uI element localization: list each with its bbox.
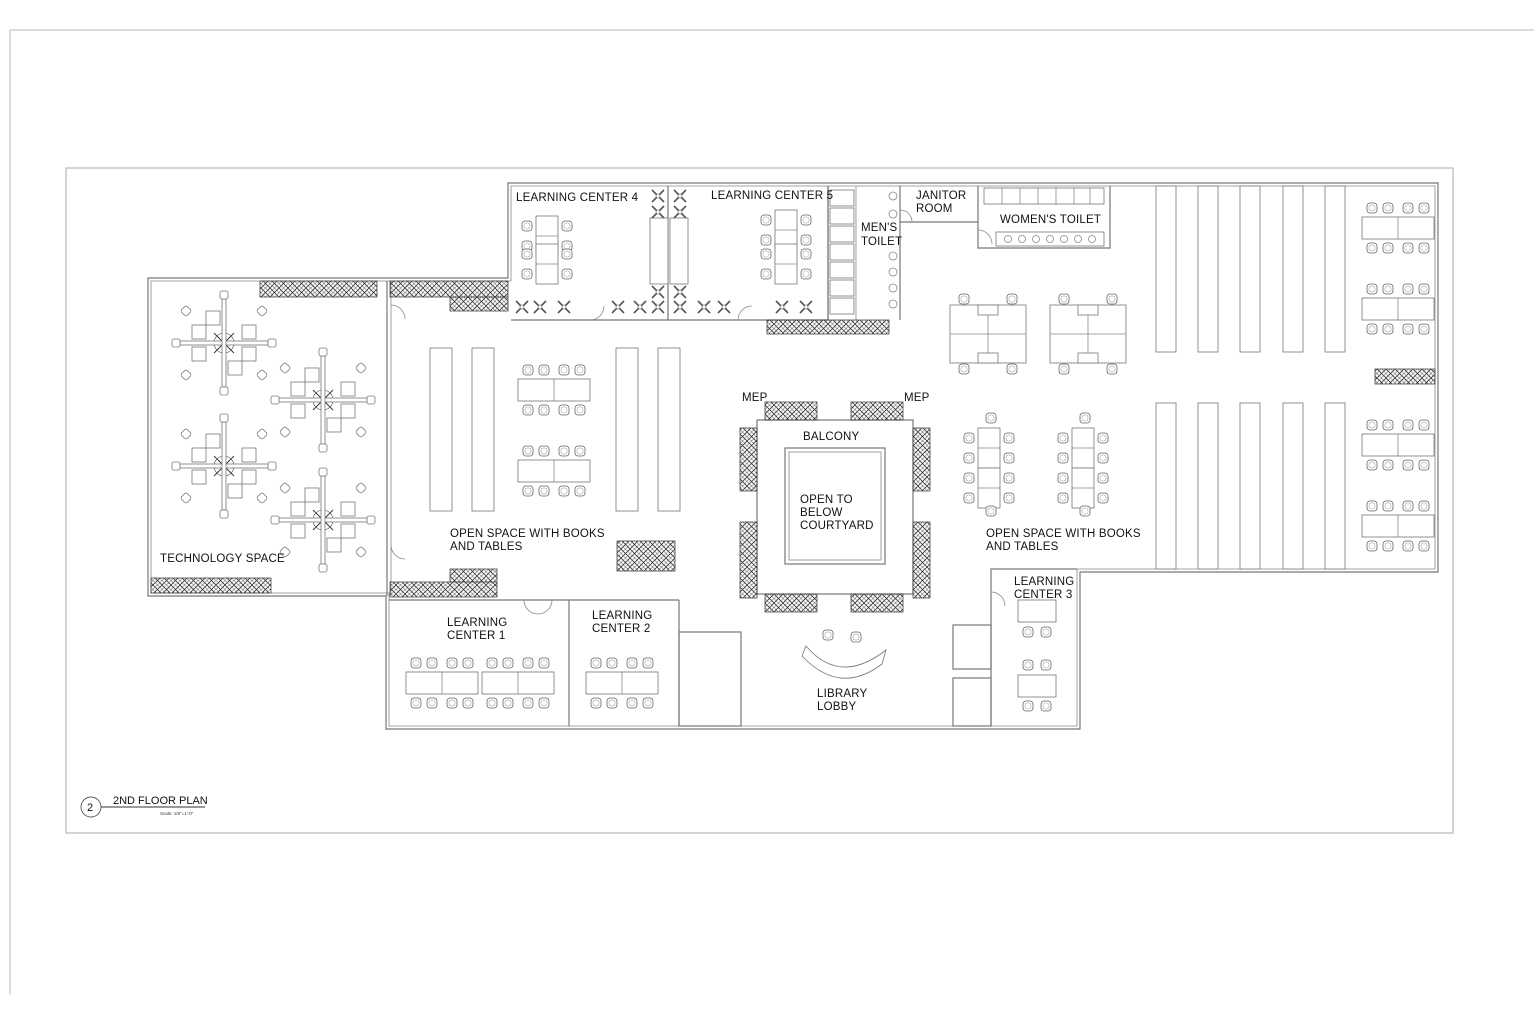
label-balcony: BALCONY — [803, 431, 859, 443]
reading-tables — [406, 203, 1434, 712]
drawing-title-block: 2 2ND FLOOR PLAN Scale: 1/8"=1'-0" — [80, 795, 208, 818]
technology-workstations — [171, 290, 376, 573]
label-open-space-west-1: OPEN SPACE WITH BOOKS — [450, 528, 605, 540]
label-learning-center-1b: CENTER 1 — [447, 630, 505, 642]
drawing-number: 2 — [87, 802, 93, 814]
label-learning-center-4: LEARNING CENTER 4 — [516, 192, 639, 204]
label-courtyard-3: COURTYARD — [800, 520, 874, 532]
label-mens-toilet-1: MEN'S — [861, 222, 898, 234]
label-janitor-room-1: JANITOR — [916, 190, 966, 202]
interior-walls — [386, 186, 1111, 727]
room-labels: LEARNING CENTER 4 LEARNING CENTER 5 MEN'… — [160, 190, 1141, 713]
toilet-fixtures — [829, 187, 1105, 315]
label-open-space-east-1: OPEN SPACE WITH BOOKS — [986, 528, 1141, 540]
lobby-desk — [801, 629, 887, 679]
label-open-space-east-2: AND TABLES — [986, 541, 1059, 553]
label-mens-toilet-2: TOILET — [861, 236, 902, 248]
label-courtyard-1: OPEN TO — [800, 494, 853, 506]
label-technology-space: TECHNOLOGY SPACE — [160, 553, 285, 565]
label-learning-center-2a: LEARNING — [592, 610, 652, 622]
label-learning-center-2b: CENTER 2 — [592, 623, 650, 635]
courtyard-balcony — [739, 401, 931, 613]
drawing-scale: Scale: 1/8"=1'-0" — [160, 811, 194, 816]
bookshelves — [429, 185, 1346, 570]
label-womens-toilet: WOMEN'S TOILET — [1000, 214, 1101, 226]
label-learning-center-3a: LEARNING — [1014, 576, 1074, 588]
planters — [150, 280, 1436, 598]
label-mep-east: MEP — [904, 392, 930, 404]
desk-pods — [950, 294, 1126, 374]
label-learning-center-5: LEARNING CENTER 5 — [711, 190, 833, 202]
label-janitor-room-2: ROOM — [916, 203, 953, 215]
drawing-title: 2ND FLOOR PLAN — [113, 795, 208, 807]
label-courtyard-2: BELOW — [800, 507, 843, 519]
label-open-space-west-2: AND TABLES — [450, 541, 523, 553]
label-mep-west: MEP — [742, 392, 768, 404]
label-learning-center-3b: CENTER 3 — [1014, 589, 1072, 601]
label-library-lobby-1: LIBRARY — [817, 688, 868, 700]
label-learning-center-1a: LEARNING — [447, 617, 507, 629]
label-library-lobby-2: LOBBY — [817, 701, 856, 713]
